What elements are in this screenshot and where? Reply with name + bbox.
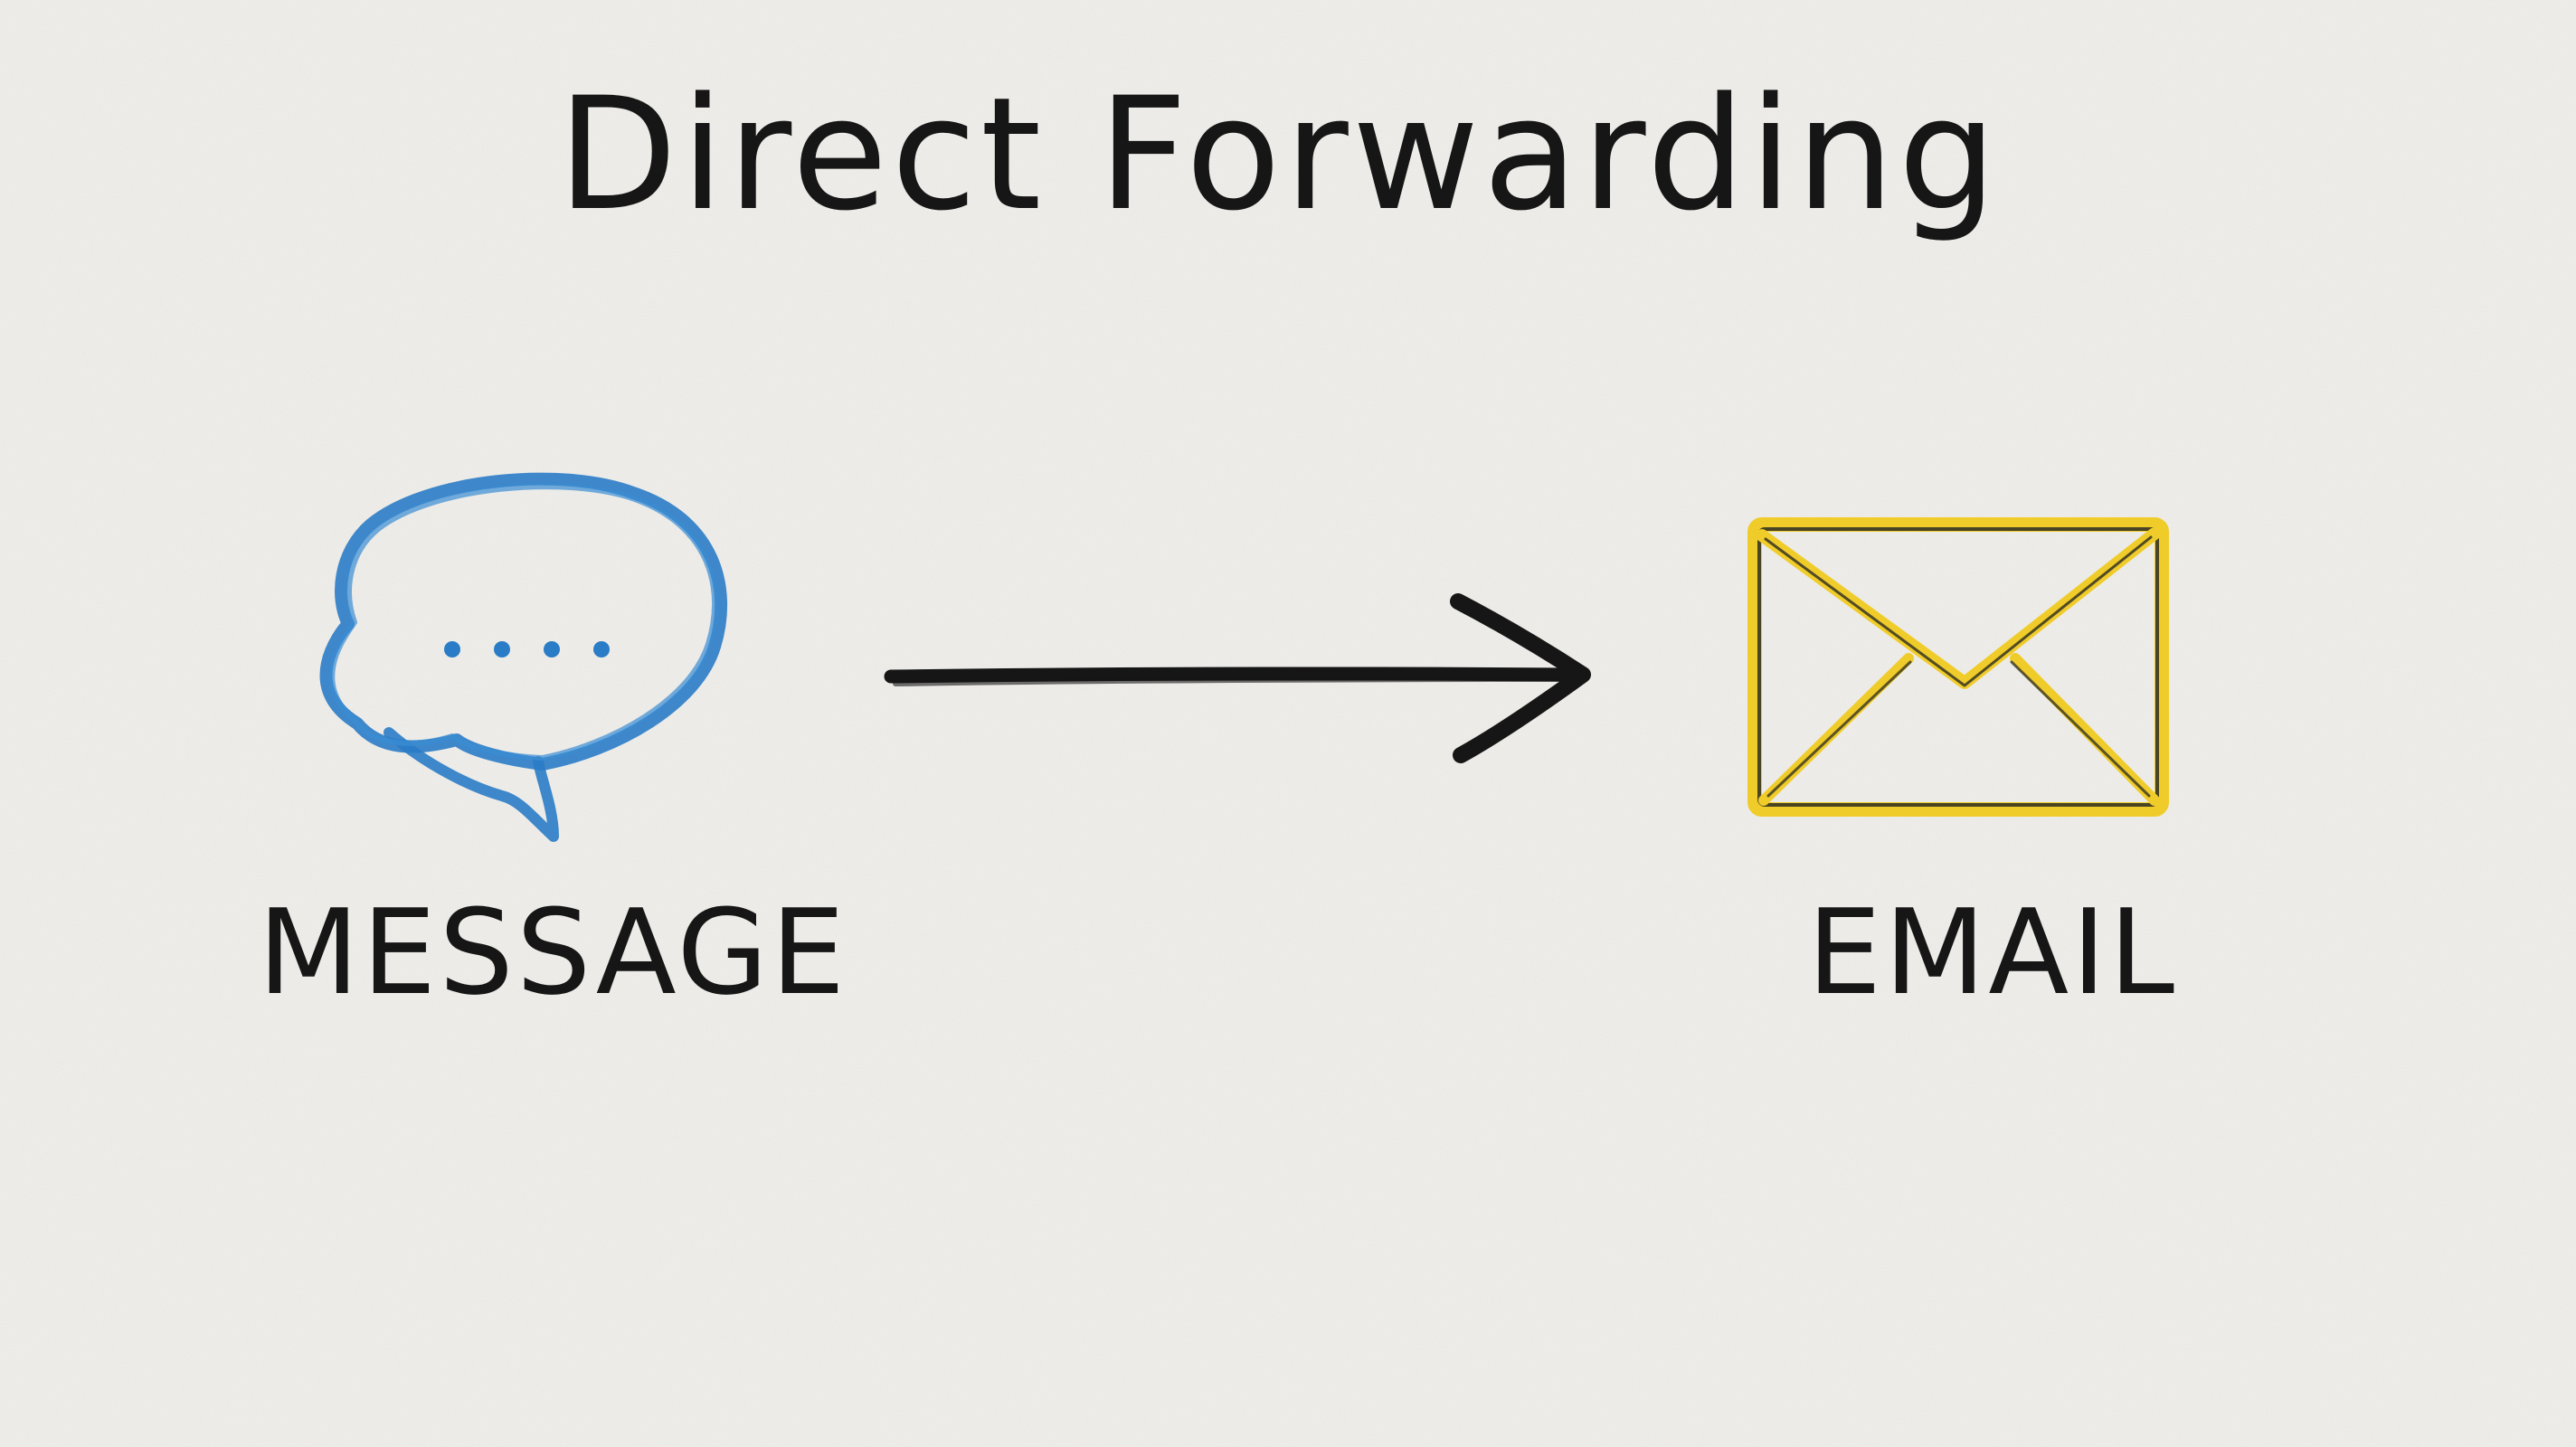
- dot-icon: [544, 641, 560, 657]
- dot-icon: [593, 641, 610, 657]
- dot-icon: [444, 641, 460, 657]
- arrow-right-icon: [884, 593, 1591, 763]
- envelope-icon: [1747, 517, 2169, 817]
- email-label: EMAIL: [1807, 884, 2177, 1021]
- dot-icon: [494, 641, 510, 657]
- diagram-title: Direct Forwarding: [557, 63, 2001, 245]
- message-label: MESSAGE: [258, 884, 848, 1021]
- speech-bubble-icon: [319, 472, 728, 842]
